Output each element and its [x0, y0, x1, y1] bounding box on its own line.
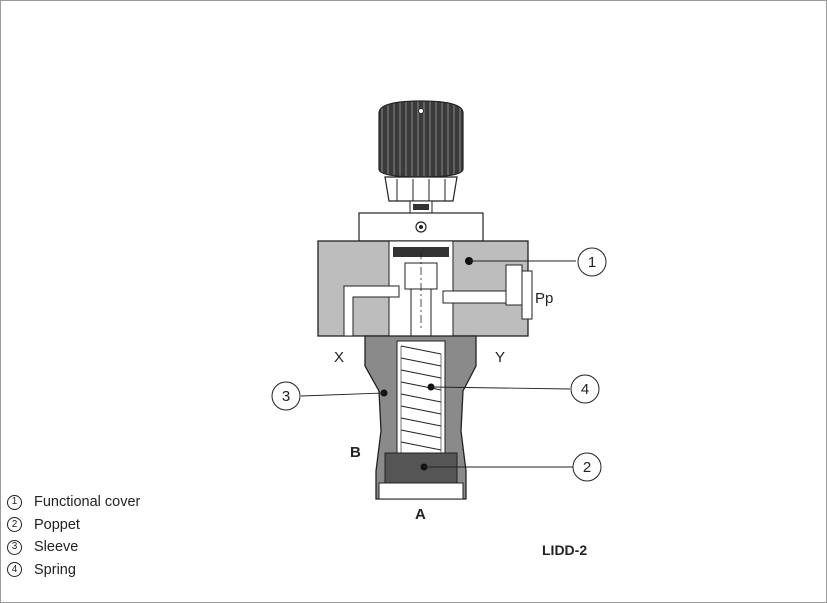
legend-number-badge: 2: [7, 517, 22, 533]
callout-4: 4: [570, 374, 600, 404]
callout-1: 1: [577, 247, 607, 277]
legend-item: 2 Poppet: [7, 514, 140, 537]
adjustment-knob: [378, 100, 464, 214]
legend-label: Functional cover: [34, 494, 141, 511]
legend-number-badge: 1: [7, 494, 22, 510]
functional-cover-block: [317, 240, 533, 337]
legend-label: Poppet: [34, 516, 80, 533]
port-a-label: A: [415, 506, 426, 523]
svg-text:2: 2: [583, 459, 591, 476]
parts-legend: 1 Functional cover 2 Poppet 3 Sleeve 4 S…: [7, 491, 140, 581]
legend-label: Spring: [34, 561, 76, 578]
port-pp-label: Pp: [535, 290, 553, 307]
sleeve-body: [364, 335, 477, 500]
legend-label: Sleeve: [34, 539, 79, 556]
svg-text:1: 1: [588, 254, 596, 271]
callout-2: 2: [572, 452, 602, 482]
leader-lines: [300, 260, 576, 468]
legend-item: 4 Spring: [7, 559, 140, 582]
port-y-label: Y: [495, 349, 505, 366]
port-x-label: X: [334, 349, 344, 366]
callout-3: 3: [271, 381, 301, 411]
legend-item: 1 Functional cover: [7, 491, 140, 514]
legend-item: 3 Sleeve: [7, 536, 140, 559]
port-b-label: B: [350, 444, 361, 461]
model-label: LIDD-2: [542, 542, 588, 558]
svg-text:4: 4: [581, 381, 589, 398]
legend-number-badge: 4: [7, 562, 22, 578]
cover-cap: [358, 212, 484, 242]
svg-text:3: 3: [282, 388, 290, 405]
legend-number-badge: 3: [7, 539, 22, 555]
spring: [400, 345, 442, 453]
